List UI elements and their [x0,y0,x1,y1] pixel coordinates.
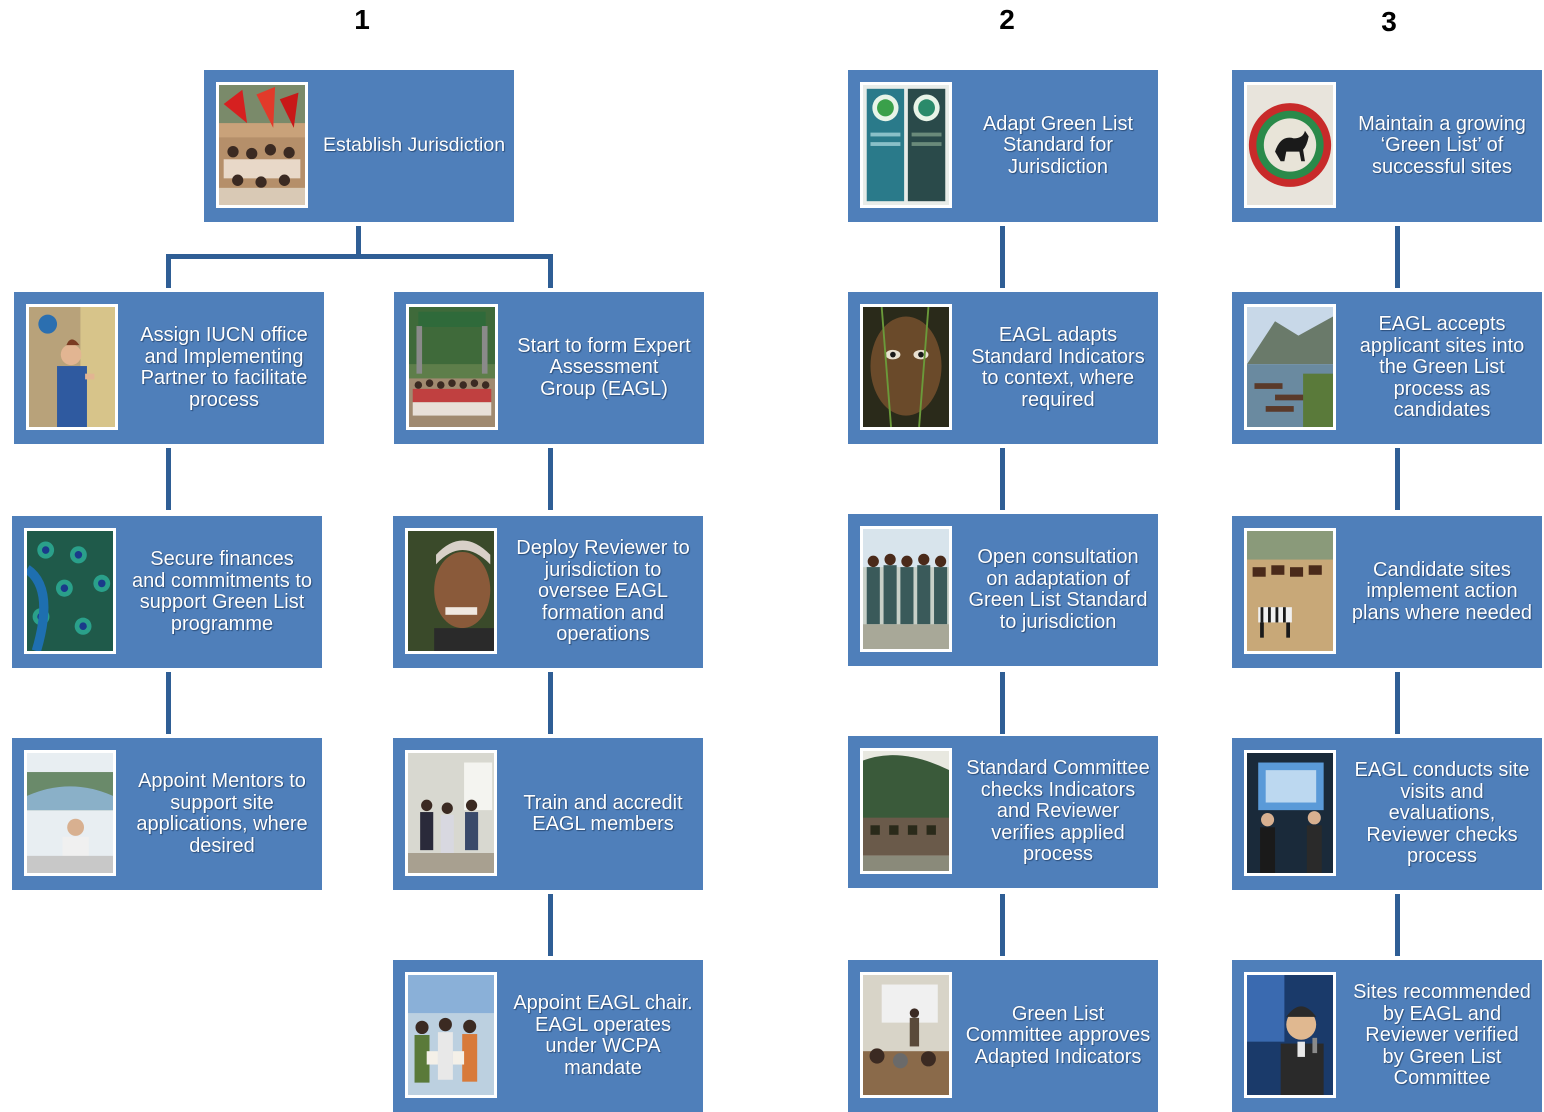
speaker-microphone-photo [1244,972,1336,1098]
connector [166,672,171,734]
step-label: Standard Committee checks Indicators and… [966,757,1150,866]
step-eagl-adapts: EAGL adapts Standard Indicators to conte… [848,292,1158,444]
emblem-photo [1244,82,1336,208]
step-maintain-green-list: Maintain a growing ‘Green List’ of succe… [1232,70,1542,222]
connector [548,672,553,734]
connector [356,226,361,256]
step-label: Appoint EAGL chair. EAGL operates under … [513,992,693,1079]
connector [166,254,171,288]
connector [548,254,553,288]
step-label: EAGL accepts applicant sites into the Gr… [1359,313,1525,422]
step-label: Green List Committee approves Adapted In… [965,1002,1151,1068]
step-label: Start to form Expert Assessment Group (E… [517,334,691,400]
step-open-consultation: Open consultation on adaptation of Green… [848,514,1158,666]
step-label: EAGL conducts site visits and evaluation… [1354,759,1530,868]
step-label: Secure finances and commitments to suppo… [131,548,313,635]
step-label: Maintain a growing ‘Green List’ of succe… [1358,112,1526,178]
stone-monument-photo [860,748,952,874]
step-appoint-mentors: Appoint Mentors to support site applicat… [12,738,322,890]
festival-photo [216,82,308,208]
step-label: EAGL adapts Standard Indicators to conte… [971,324,1145,411]
connector [1395,226,1400,288]
step-train-accredit: Train and accredit EAGL members [393,738,703,890]
connector [1395,894,1400,956]
connector [1000,672,1005,734]
step-label: Assign IUCN office and Implementing Part… [140,324,308,411]
step-establish-jurisdiction: Establish Jurisdiction [204,70,514,222]
step-adapt-standard: Adapt Green List Standard for Jurisdicti… [848,70,1158,222]
step-sites-recommended: Sites recommended by EAGL and Reviewer v… [1232,960,1542,1112]
presentation-photo [1244,750,1336,876]
column-number-3: 3 [1381,6,1397,37]
step-deploy-reviewer: Deploy Reviewer to jurisdiction to overs… [393,516,703,668]
step-site-visits: EAGL conducts site visits and evaluation… [1232,738,1542,890]
step-label: Candidate sites implement action plans w… [1351,558,1533,624]
connector [166,448,171,510]
face-closeup-photo [860,304,952,430]
step-assign-iucn-office: Assign IUCN office and Implementing Part… [14,292,324,444]
certificate-group-photo [405,972,497,1098]
connector [548,894,553,956]
step-label: Deploy Reviewer to jurisdiction to overs… [516,537,690,646]
step-label: Adapt Green List Standard for Jurisdicti… [982,112,1134,178]
reviewer-portrait-photo [405,528,497,654]
step-eagl-accepts: EAGL accepts applicant sites into the Gr… [1232,292,1542,444]
group-photo [406,304,498,430]
mentor-photo [24,750,116,876]
column-number-1: 1 [354,4,370,35]
connector [1395,672,1400,734]
speaker-photo [26,304,118,430]
meeting-room-photo [860,972,952,1098]
peacock-photo [24,528,116,654]
step-start-expert-group: Start to form Expert Assessment Group (E… [394,292,704,444]
step-label: Appoint Mentors to support site applicat… [136,770,308,857]
step-label: Open consultation on adaptation of Green… [968,546,1148,633]
step-appoint-chair: Appoint EAGL chair. EAGL operates under … [393,960,703,1112]
boats-landscape-photo [1244,304,1336,430]
step-standard-committee: Standard Committee checks Indicators and… [848,736,1158,888]
step-label: Establish Jurisdiction [322,134,506,157]
step-label: Train and accredit EAGL members [523,791,683,835]
connector [1000,226,1005,288]
step-committee-approves: Green List Committee approves Adapted In… [848,960,1158,1112]
step-secure-finances: Secure finances and commitments to suppo… [12,516,322,668]
connector [1000,448,1005,510]
connector [1000,894,1005,956]
connector [548,448,553,510]
connector [166,254,553,259]
training-photo [405,750,497,876]
column-number-2: 2 [999,4,1015,35]
connector [1395,448,1400,510]
standard-document-photo [860,82,952,208]
step-candidate-sites: Candidate sites implement action plans w… [1232,516,1542,668]
wildlife-photo [1244,528,1336,654]
rangers-photo [860,526,952,652]
step-label: Sites recommended by EAGL and Reviewer v… [1353,981,1531,1090]
